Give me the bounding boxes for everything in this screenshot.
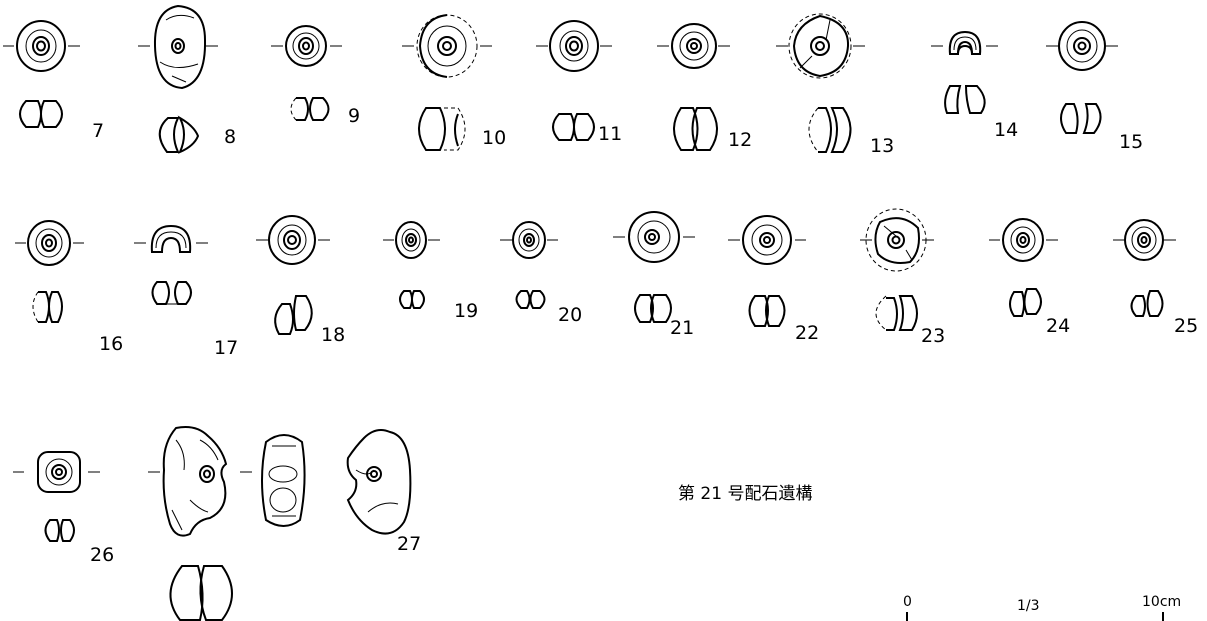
artifact-20-drawing bbox=[500, 221, 558, 309]
artifact-label-25: 25 bbox=[1174, 315, 1198, 337]
artifact-label-23: 23 bbox=[921, 325, 945, 347]
artifact-label-14: 14 bbox=[994, 119, 1018, 141]
artifact-18-drawing bbox=[256, 215, 330, 335]
artifact-14-drawing bbox=[931, 30, 998, 114]
artifact-label-26: 26 bbox=[90, 544, 114, 566]
artifact-label-15: 15 bbox=[1119, 131, 1143, 153]
artifact-label-8: 8 bbox=[224, 126, 236, 148]
scale-end-label: 10cm bbox=[1142, 594, 1181, 610]
artifact-label-27: 27 bbox=[397, 533, 421, 555]
artifact-9-drawing bbox=[271, 25, 342, 121]
artifact-11-drawing bbox=[536, 20, 612, 141]
artifact-24-drawing bbox=[989, 218, 1058, 317]
artifact-12-drawing bbox=[657, 23, 730, 151]
artifact-label-24: 24 bbox=[1046, 315, 1070, 337]
scale-start-label: 0 bbox=[903, 594, 912, 610]
artifact-label-17: 17 bbox=[214, 337, 238, 359]
artifact-label-19: 19 bbox=[454, 300, 478, 322]
artifact-7-drawing bbox=[3, 20, 80, 128]
artifact-15-drawing bbox=[1046, 21, 1118, 134]
artifact-label-21: 21 bbox=[670, 317, 694, 339]
scale-bar: 0 1/3 10cm bbox=[903, 594, 1181, 621]
artifact-8-drawing bbox=[138, 4, 218, 154]
artifact-22-drawing bbox=[728, 215, 806, 327]
artifact-16-drawing bbox=[15, 220, 84, 323]
artifact-label-12: 12 bbox=[728, 129, 752, 151]
artifact-17-drawing bbox=[134, 224, 208, 305]
artifact-label-20: 20 bbox=[558, 304, 582, 326]
artifact-label-22: 22 bbox=[795, 322, 819, 344]
artifact-21-drawing bbox=[613, 211, 695, 323]
artifact-23-drawing bbox=[860, 208, 934, 331]
artifact-25-drawing bbox=[1113, 219, 1176, 317]
artifact-label-18: 18 bbox=[321, 324, 345, 346]
figure-title: 第 21 号配石遺構 bbox=[678, 484, 812, 504]
artifact-label-13: 13 bbox=[870, 135, 894, 157]
artifact-10-drawing bbox=[402, 14, 492, 151]
artifact-label-16: 16 bbox=[99, 333, 123, 355]
artifact-19-drawing bbox=[383, 221, 440, 309]
artifact-27-drawing bbox=[148, 426, 412, 621]
artifact-13-drawing bbox=[776, 13, 865, 153]
artifact-label-7: 7 bbox=[92, 120, 104, 142]
scale-ratio-label: 1/3 bbox=[1017, 598, 1040, 614]
artifact-label-10: 10 bbox=[482, 127, 506, 149]
artifact-26-drawing bbox=[13, 451, 100, 542]
artifact-label-11: 11 bbox=[598, 123, 622, 145]
artifact-label-9: 9 bbox=[348, 105, 360, 127]
